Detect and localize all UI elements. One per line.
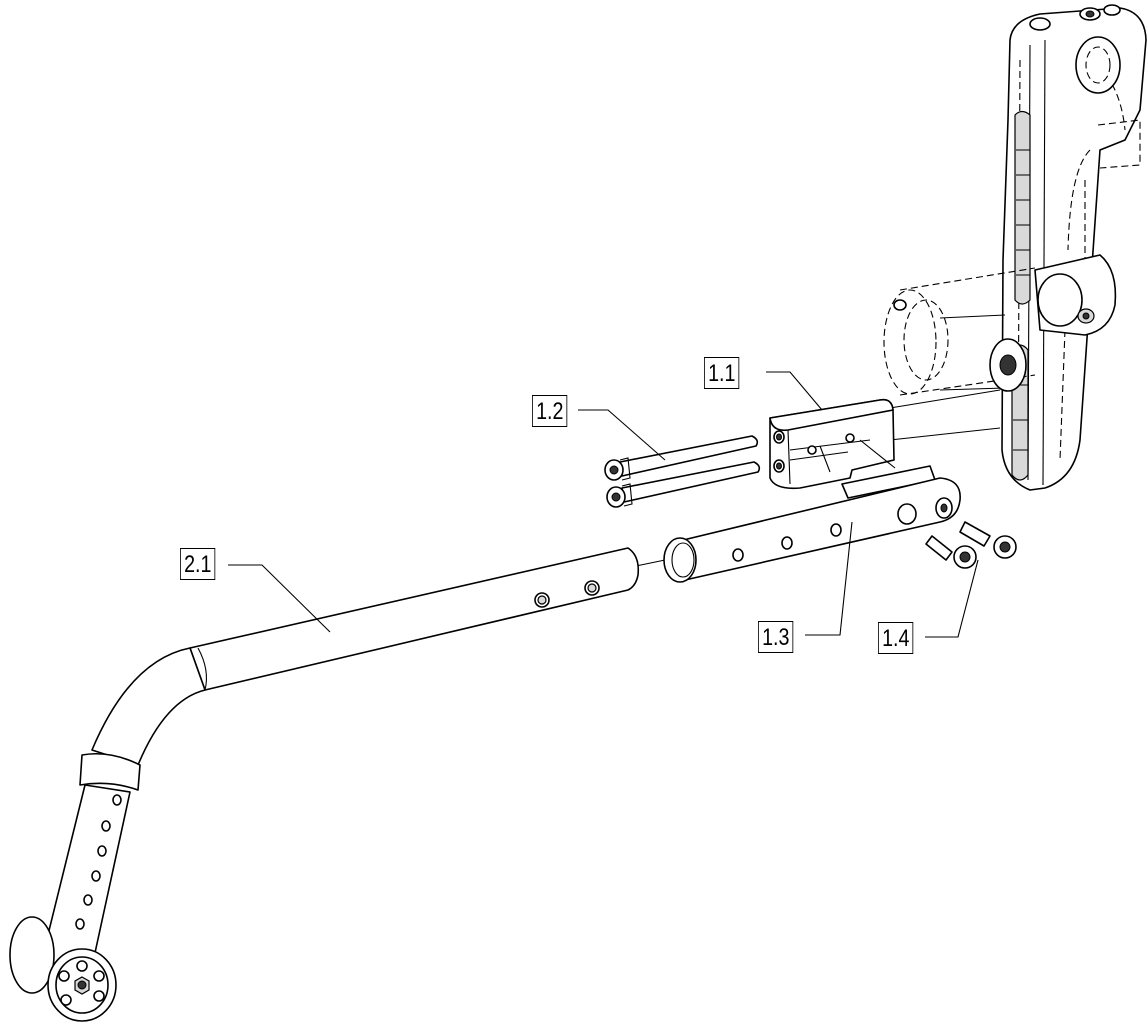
callout-label-1-1: 1.1 (704, 357, 740, 389)
alignment-lines (635, 389, 1001, 567)
callout-label-1-3: 1.3 (758, 621, 794, 653)
receiver-tube-part (663, 465, 961, 583)
callout-label-2-1: 2.1 (180, 548, 216, 580)
callout-label-1-4: 1.4 (878, 622, 914, 654)
long-bolts-part (604, 435, 761, 508)
frame-handle-bracket (883, 4, 1147, 491)
clamp-block-part (769, 398, 896, 490)
anti-tip-tube-part (9, 547, 640, 1022)
leader-lines (228, 371, 979, 638)
short-bolts-part (925, 521, 1017, 569)
callout-label-1-2: 1.2 (532, 395, 568, 427)
